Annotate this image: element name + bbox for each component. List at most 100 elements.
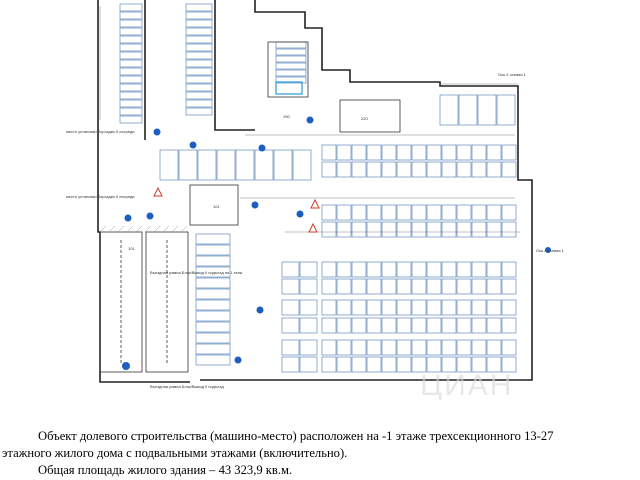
parking-space	[321, 356, 337, 373]
parking-space	[119, 115, 143, 124]
parking-space	[254, 149, 274, 181]
parking-space	[195, 233, 231, 245]
parking-space	[456, 278, 472, 295]
room-3: 220	[361, 116, 368, 121]
room-2: 101	[213, 204, 220, 209]
parking-space	[501, 161, 517, 178]
parking-space	[471, 356, 487, 373]
parking-space	[501, 356, 517, 373]
parking-space	[501, 299, 517, 316]
parking-space	[336, 299, 352, 316]
parking-space	[321, 278, 337, 295]
parking-space	[299, 261, 318, 278]
parking-space	[411, 221, 427, 238]
parking-space	[321, 299, 337, 316]
parking-space	[275, 41, 307, 49]
parking-space	[366, 204, 382, 221]
parking-space	[471, 161, 487, 178]
parking-space	[486, 299, 502, 316]
parking-space	[411, 299, 427, 316]
parking-space	[426, 221, 442, 238]
parking-space	[441, 221, 457, 238]
parking-space	[299, 278, 318, 295]
parking-space	[119, 11, 143, 20]
parking-space	[396, 144, 412, 161]
parking-space	[336, 261, 352, 278]
parking-space	[321, 204, 337, 221]
hatch-line	[135, 225, 143, 233]
parking-space	[501, 204, 517, 221]
parking-space	[486, 261, 502, 278]
parking-space	[396, 339, 412, 356]
ramp-1-label: Въездная рампа Блок/Вывод II подъезд на …	[150, 270, 243, 275]
parking-space	[195, 354, 231, 366]
parking-space	[411, 204, 427, 221]
parking-space	[411, 261, 427, 278]
parking-bays-lower	[195, 233, 231, 366]
parking-space	[426, 278, 442, 295]
caption: Объект долевого строительства (машино-ме…	[0, 428, 640, 479]
parking-space	[366, 278, 382, 295]
plan-labels: место установки бороздки II очереди мест…	[66, 72, 565, 389]
parking-space	[275, 69, 307, 77]
parking-space	[195, 310, 231, 322]
parking-space	[441, 299, 457, 316]
parking-space	[458, 94, 478, 126]
parking-space	[195, 343, 231, 355]
parking-space	[351, 204, 367, 221]
parking-space	[426, 161, 442, 178]
parking-space	[119, 51, 143, 60]
parking-space	[119, 107, 143, 116]
parking-space	[486, 144, 502, 161]
parking-space	[299, 339, 318, 356]
parking-space	[197, 149, 217, 181]
parking-space	[185, 11, 213, 20]
parking-space	[426, 144, 442, 161]
parking-space	[471, 144, 487, 161]
parking-space	[381, 204, 397, 221]
parking-space	[119, 3, 143, 12]
parking-space	[185, 83, 213, 92]
parking-space	[351, 161, 367, 178]
ramps	[99, 231, 189, 373]
parking-space	[275, 55, 307, 63]
right-note-top: Ось 4 осевая 1	[498, 72, 527, 77]
parking-space	[366, 339, 382, 356]
parking-space	[119, 99, 143, 108]
parking-space	[456, 317, 472, 334]
parking-space	[351, 339, 367, 356]
parking-space	[441, 144, 457, 161]
parking-space	[336, 317, 352, 334]
parking-space	[477, 94, 497, 126]
core-rooms	[189, 41, 401, 226]
blue-markers	[122, 116, 551, 370]
parking-space	[411, 161, 427, 178]
parking-bays-main	[159, 94, 517, 373]
parking-space	[501, 261, 517, 278]
parking-space	[321, 144, 337, 161]
parking-space	[185, 59, 213, 68]
parking-space	[501, 221, 517, 238]
parking-space	[501, 278, 517, 295]
parking-space	[336, 204, 352, 221]
parking-space	[119, 91, 143, 100]
parking-space	[336, 278, 352, 295]
parking-space	[411, 356, 427, 373]
parking-space	[501, 317, 517, 334]
parking-space	[396, 261, 412, 278]
parking-space	[486, 339, 502, 356]
hatched-area	[99, 225, 188, 233]
parking-space	[119, 83, 143, 92]
parking-space	[159, 149, 179, 181]
watermark: ЦИАН	[420, 369, 513, 400]
parking-space	[321, 221, 337, 238]
parking-space	[195, 321, 231, 333]
parking-space	[185, 43, 213, 52]
parking-space	[456, 161, 472, 178]
parking-space	[366, 221, 382, 238]
parking-space	[119, 43, 143, 52]
parking-space	[396, 161, 412, 178]
parking-space	[336, 339, 352, 356]
parking-space	[486, 221, 502, 238]
hatch-line	[108, 225, 116, 233]
